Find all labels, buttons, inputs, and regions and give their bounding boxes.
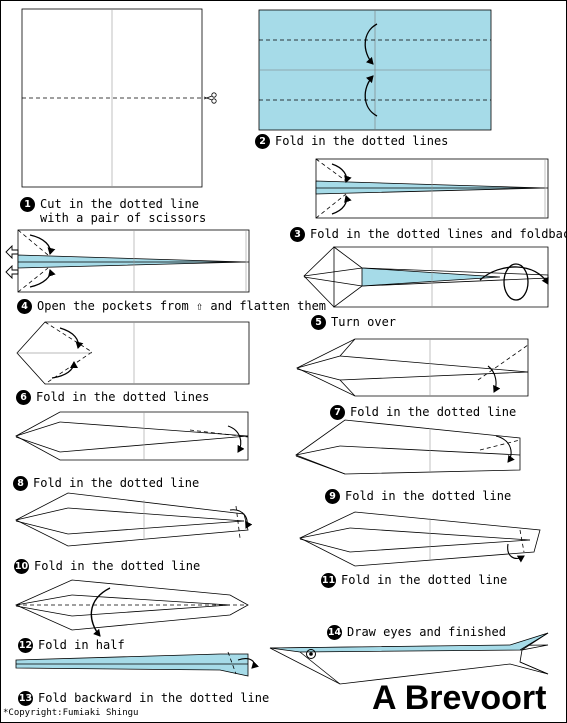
diagram-step-2 xyxy=(258,9,492,131)
step-1-number: 1 xyxy=(20,197,35,212)
diagram-step-5 xyxy=(303,246,549,308)
diagram-step-12 xyxy=(15,579,249,637)
step-6-number: 6 xyxy=(16,390,31,405)
step-11-text: Fold in the dotted line xyxy=(341,573,508,587)
step-14-number: 14 xyxy=(327,625,342,640)
step-8-number: 8 xyxy=(13,476,28,491)
step-1-text-line1: Cut in the dotted line xyxy=(40,197,199,211)
step-5-text: Turn over xyxy=(331,315,397,329)
step-7-label: 7 Fold in the dotted line xyxy=(330,405,516,420)
step-12-label: 12 Fold in half xyxy=(18,638,125,653)
pocket-arrow-icon xyxy=(5,244,19,260)
step-11-label: 11 Fold in the dotted line xyxy=(321,573,507,588)
step-6-text: Fold in the dotted lines xyxy=(36,390,210,404)
step-13-label: 13 Fold backward in the dotted line xyxy=(18,691,269,706)
step-9-number: 9 xyxy=(325,489,340,504)
diagram-step-10 xyxy=(15,492,253,547)
step-11-number: 11 xyxy=(321,573,336,588)
step-4-text-after: and flatten them xyxy=(210,299,327,313)
step-4-label: 4 Open the pockets from ⇧ and flatten th… xyxy=(17,299,326,314)
step-12-number: 12 xyxy=(18,638,33,653)
up-arrow-icon: ⇧ xyxy=(195,299,204,313)
diagram-step-8 xyxy=(15,411,249,461)
fish-eye-icon xyxy=(306,649,316,659)
diagram-step-7 xyxy=(296,338,529,397)
diagram-step-13 xyxy=(15,651,260,677)
step-10-number: 10 xyxy=(14,559,29,574)
step-8-text: Fold in the dotted line xyxy=(33,476,200,490)
step-14-text: Draw eyes and finished xyxy=(347,625,506,639)
step-10-label: 10 Fold in the dotted line xyxy=(14,559,200,574)
step-2-number: 2 xyxy=(255,134,270,149)
step-3-label: 3 Fold in the dotted lines and foldback xyxy=(290,227,567,242)
step-10-text: Fold in the dotted line xyxy=(34,559,201,573)
step-2-label: 2 Fold in the dotted lines xyxy=(255,134,448,149)
step-4-text-before: Open the pockets from xyxy=(37,299,189,313)
diagram-step-11 xyxy=(299,511,541,567)
step-9-text: Fold in the dotted line xyxy=(345,489,512,503)
page-title: A Brevoort xyxy=(372,679,547,717)
step-12-text: Fold in half xyxy=(38,638,125,652)
diagram-step-1 xyxy=(21,8,217,188)
copyright-notice: *Copyright:Fumiaki Shingu xyxy=(3,708,139,718)
step-5-number: 5 xyxy=(311,315,326,330)
step-2-text: Fold in the dotted lines xyxy=(275,134,449,148)
step-7-number: 7 xyxy=(330,405,345,420)
step-4-number: 4 xyxy=(17,299,32,314)
step-8-label: 8 Fold in the dotted line xyxy=(13,476,199,491)
diagram-step-6 xyxy=(16,321,250,385)
step-5-label: 5 Turn over xyxy=(311,315,396,330)
diagram-step-14 xyxy=(269,632,549,685)
step-6-label: 6 Fold in the dotted lines xyxy=(16,390,209,405)
diagram-step-9 xyxy=(295,419,521,475)
step-3-text: Fold in the dotted lines and foldback xyxy=(310,227,567,241)
step-3-number: 3 xyxy=(290,227,305,242)
step-13-number: 13 xyxy=(18,691,33,706)
diagram-step-3 xyxy=(315,158,549,219)
step-1-text-line2: with a pair of scissors xyxy=(40,211,207,225)
step-14-label: 14 Draw eyes and finished xyxy=(327,625,506,640)
scissors-icon xyxy=(203,92,217,104)
step-9-label: 9 Fold in the dotted line xyxy=(325,489,511,504)
diagram-step-4 xyxy=(5,229,250,293)
step-7-text: Fold in the dotted line xyxy=(350,405,517,419)
step-13-text: Fold backward in the dotted line xyxy=(38,691,270,705)
pocket-arrow-icon xyxy=(5,264,19,280)
